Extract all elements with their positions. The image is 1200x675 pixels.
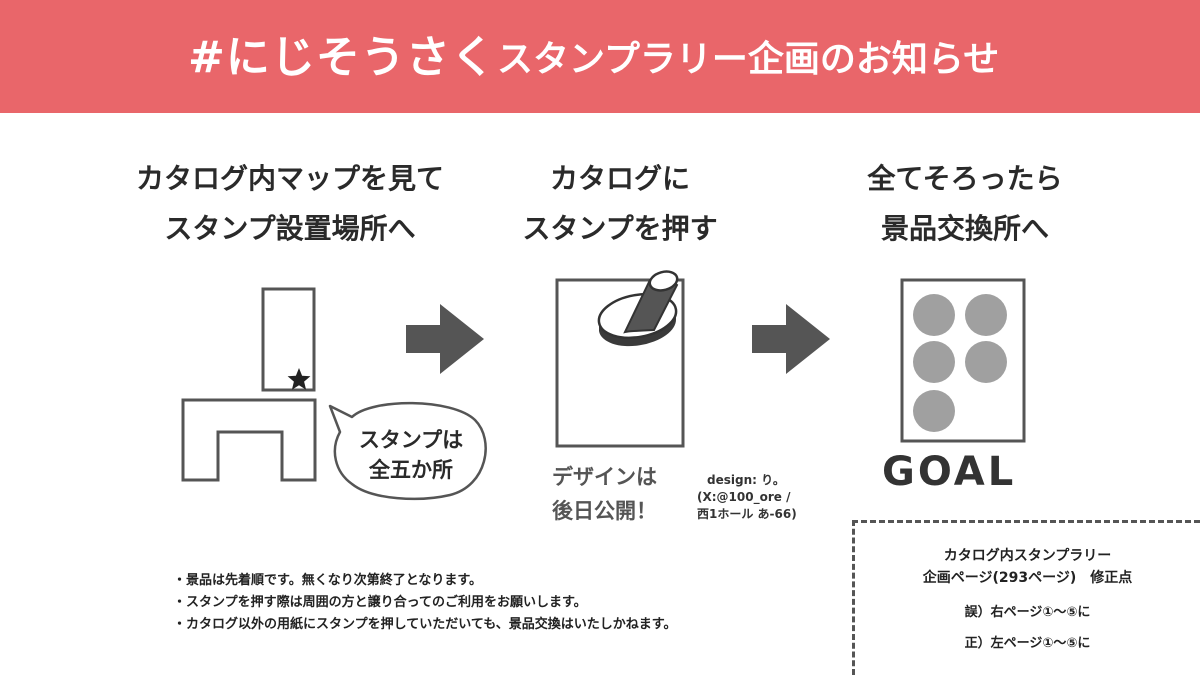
step-2-line1: カタログに xyxy=(549,162,690,195)
notes-list: 景品は先着順です。無くなり次第終了となります。 スタンプを押す際は周囲の方と譲り… xyxy=(173,570,677,636)
arrow-right-icon xyxy=(406,304,484,374)
speech-bubble-icon xyxy=(328,401,487,501)
design-later-line2: 後日公開！ xyxy=(552,499,657,523)
stamp-icon xyxy=(597,270,679,347)
step-3-line1: 全てそろったら xyxy=(867,162,1063,195)
venue-map-icon xyxy=(181,287,317,482)
goal-label: GOAL xyxy=(882,449,1017,495)
correction-title-line1: カタログ内スタンプラリー xyxy=(943,548,1112,564)
correction-right: 正）左ページ①～⑤に xyxy=(964,636,1091,651)
step-2-line2: スタンプを押す xyxy=(522,212,718,245)
step-3-title: 全てそろったら 景品交換所へ xyxy=(850,154,1080,254)
credit-line1: design: り。 xyxy=(707,473,785,487)
correction-title-line2: 企画ページ(293ページ) 修正点 xyxy=(922,570,1133,586)
correction-title: カタログ内スタンプラリー 企画ページ(293ページ) 修正点 xyxy=(855,545,1200,589)
star-icon xyxy=(287,368,311,390)
correction-box: カタログ内スタンプラリー 企画ページ(293ページ) 修正点 誤）右ページ①～⑤… xyxy=(852,520,1200,675)
note-item: スタンプを押す際は周囲の方と譲り合ってのご利用をお願いします。 xyxy=(173,592,677,614)
designer-credit: design: り。 (X:@100_ore / 西1ホール あ-66) xyxy=(697,472,797,523)
arrow-right-icon xyxy=(752,304,830,374)
step-1-title: カタログ内マップを見て スタンプ設置場所へ xyxy=(120,154,460,254)
page-title: スタンプラリー企画のお知らせ xyxy=(497,39,1000,80)
design-later-line1: デザインは xyxy=(552,465,657,489)
step-3-line2: 景品交換所へ xyxy=(880,212,1049,245)
design-announcement: デザインは 後日公開！ xyxy=(552,460,657,528)
credit-line3: 西1ホール あ-66) xyxy=(697,507,797,521)
hashtag-logo: #にじそうさく xyxy=(188,32,496,83)
step-2-title: カタログに スタンプを押す xyxy=(500,154,740,254)
stamp-count-text: スタンプは 全五か所 xyxy=(342,425,480,485)
stamp-card-icon xyxy=(900,278,1026,443)
header-banner: #にじそうさく スタンプラリー企画のお知らせ xyxy=(0,0,1200,113)
step-1-line2: スタンプ設置場所へ xyxy=(164,212,416,245)
catalog-sheet-icon xyxy=(555,278,685,448)
bubble-line1: スタンプは xyxy=(358,428,464,452)
bubble-line2: 全五か所 xyxy=(369,458,453,482)
credit-line2: (X:@100_ore / xyxy=(697,490,791,504)
note-item: カタログ以外の用紙にスタンプを押していただいても、景品交換はいたしかねます。 xyxy=(173,614,677,636)
note-item: 景品は先着順です。無くなり次第終了となります。 xyxy=(173,570,677,592)
correction-wrong: 誤）右ページ①～⑤に xyxy=(964,605,1091,620)
step-1-line1: カタログ内マップを見て xyxy=(135,162,444,195)
